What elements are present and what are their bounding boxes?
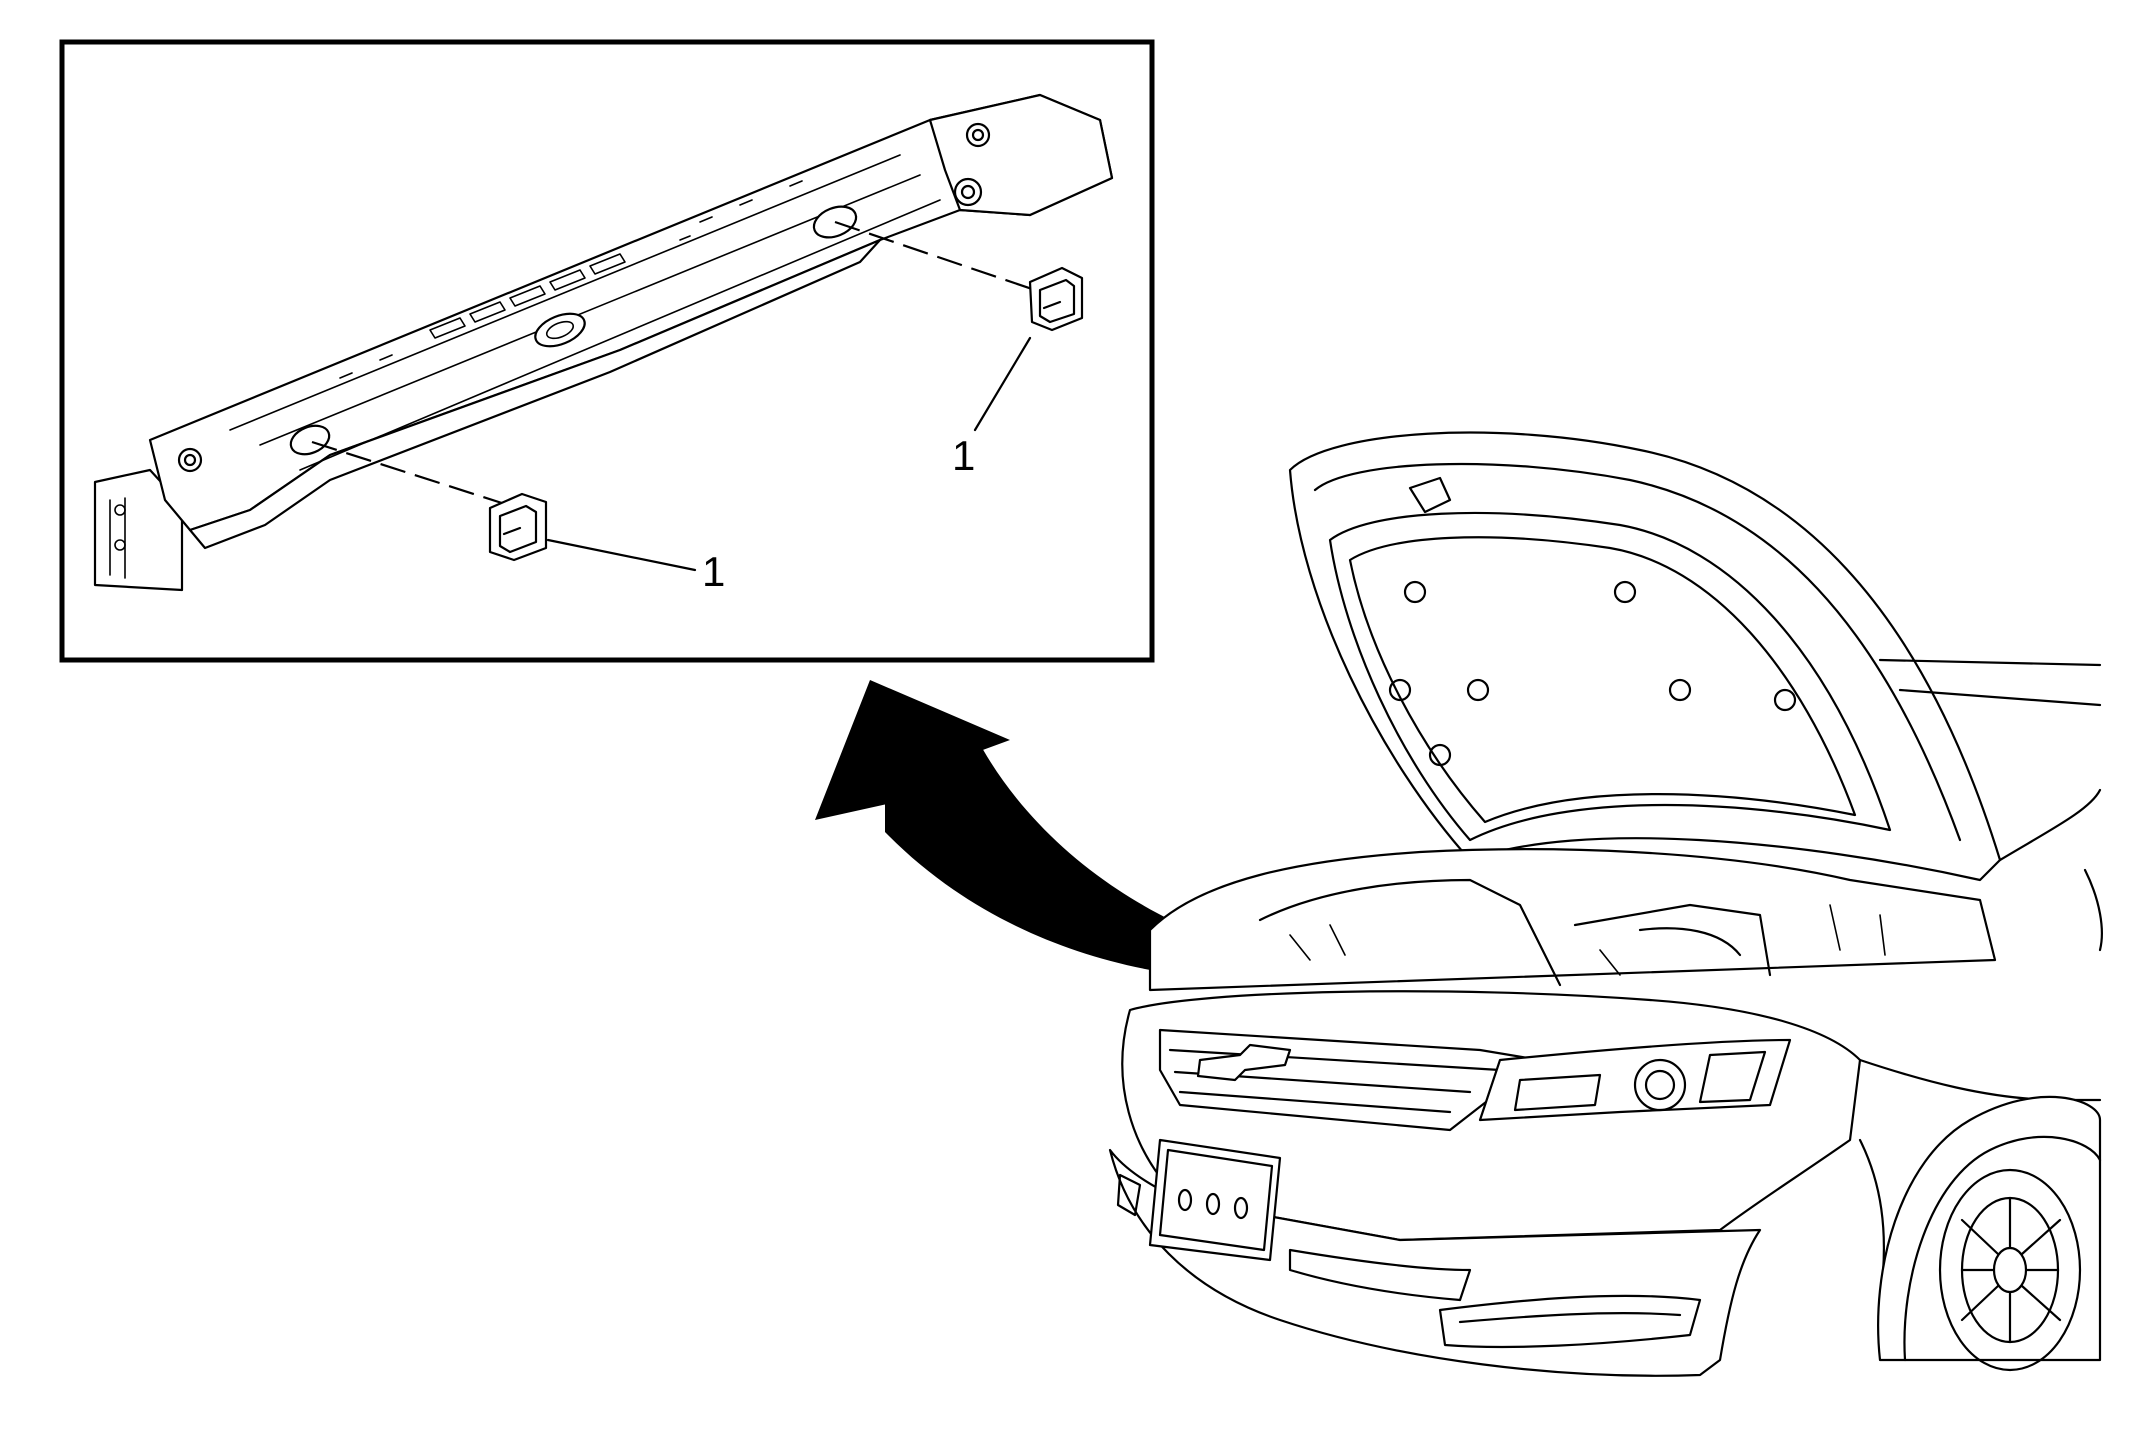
radiator-support-upper-tie-bar — [93, 93, 1114, 592]
callout-1-upper: 1 — [952, 336, 1032, 479]
callout-label: 1 — [702, 548, 725, 595]
hood-bumper-icon — [488, 492, 548, 562]
hood-bumper-icon — [1028, 266, 1084, 332]
callout-1-lower: 1 — [546, 538, 725, 595]
vehicle-front-hood-open-illustration — [1108, 431, 2103, 1377]
detail-inset: 1 1 — [59, 39, 1155, 663]
curved-arrow-icon — [885, 690, 1335, 982]
callout-label: 1 — [952, 432, 975, 479]
curved-arrow-head — [815, 680, 1335, 969]
curved-arrow-icon — [890, 735, 1335, 971]
